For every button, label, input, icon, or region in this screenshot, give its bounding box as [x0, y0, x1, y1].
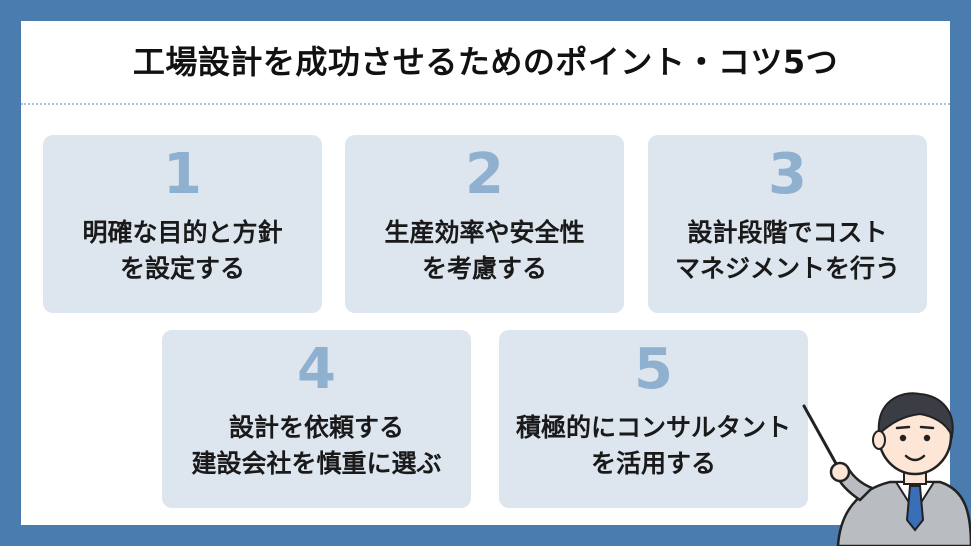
point-card-5: 5 積極的にコンサルタント を活用する	[499, 330, 808, 508]
point-card-4: 4 設計を依頼する 建設会社を慎重に選ぶ	[162, 330, 471, 508]
point-text-line2: を活用する	[590, 449, 716, 478]
point-text-line1: 設計段階でコスト	[687, 218, 888, 247]
point-text-line2: マネジメントを行う	[674, 254, 900, 283]
point-number: 1	[163, 142, 202, 207]
point-text: 積極的にコンサルタント を活用する	[499, 410, 808, 482]
point-text-line1: 生産効率や安全性	[384, 218, 585, 247]
businessman-illustration	[802, 392, 971, 546]
point-text-line2: を設定する	[119, 254, 245, 283]
point-card-2: 2 生産効率や安全性 を考慮する	[345, 135, 624, 313]
point-text-line1: 設計を依頼する	[228, 413, 404, 442]
point-text-line2: を考慮する	[421, 254, 547, 283]
point-text-line1: 明確な目的と方針	[82, 218, 283, 247]
page-title: 工場設計を成功させるためのポイント・コツ5つ	[132, 43, 839, 81]
point-card-1: 1 明確な目的と方針 を設定する	[43, 135, 322, 313]
point-number: 3	[768, 142, 807, 207]
point-number: 5	[634, 337, 673, 402]
point-text-line1: 積極的にコンサルタント	[515, 413, 791, 442]
point-text: 生産効率や安全性 を考慮する	[345, 215, 624, 287]
point-text: 設計段階でコスト マネジメントを行う	[648, 215, 927, 287]
dotted-divider	[21, 103, 950, 105]
point-number: 4	[297, 337, 336, 402]
point-card-3: 3 設計段階でコスト マネジメントを行う	[648, 135, 927, 313]
point-text-line2: 建設会社を慎重に選ぶ	[191, 449, 442, 478]
point-text: 設計を依頼する 建設会社を慎重に選ぶ	[162, 410, 471, 482]
point-number: 2	[465, 142, 504, 207]
point-text: 明確な目的と方針 を設定する	[43, 215, 322, 287]
